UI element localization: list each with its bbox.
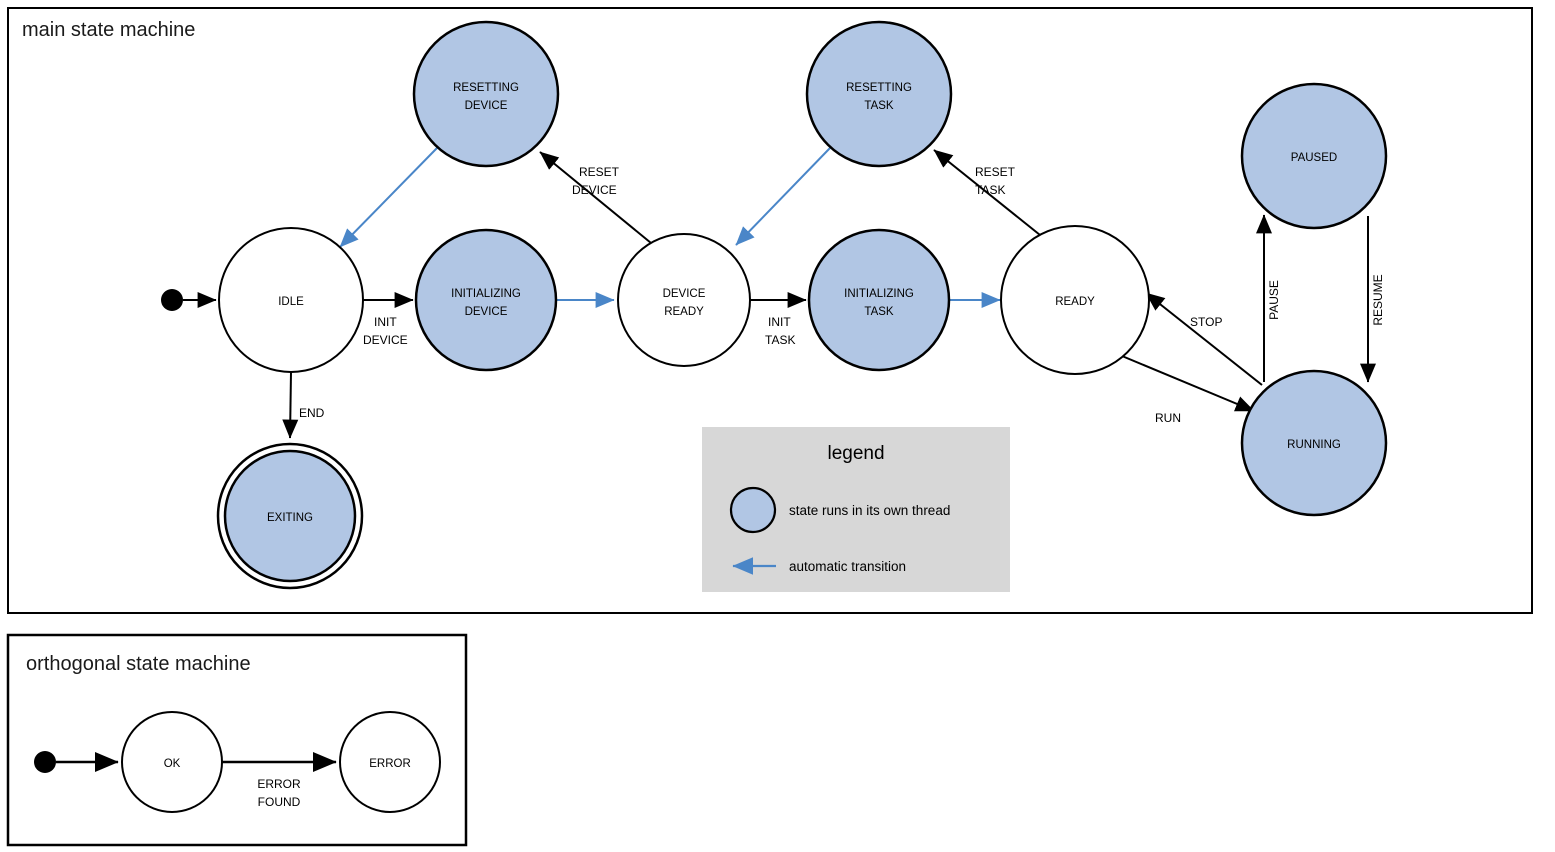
transition-label-init-device-line1: INIT — [374, 315, 397, 329]
initial-state-marker-orthogonal — [34, 751, 56, 773]
transition-resetting-task-deviceready — [735, 147, 831, 246]
transition-running-paused: PAUSE — [1256, 214, 1281, 382]
orthogonal-frame-title: orthogonal state machine — [26, 653, 251, 675]
state-device-ready[interactable]: DEVICE READY — [617, 233, 751, 367]
legend-item-thread-state: state runs in its own thread — [729, 486, 950, 534]
state-label-resetting-device-line1: RESETTING — [453, 82, 519, 94]
transition-label-error-found-line2: FOUND — [258, 795, 301, 809]
main-frame-title: main state machine — [22, 19, 195, 41]
state-paused[interactable]: PAUSED — [1240, 82, 1388, 230]
transition-label-reset-task-line2: TASK — [975, 183, 1005, 197]
state-label-device-ready-line2: READY — [664, 306, 704, 318]
transition-deviceready-resetting-device: RESET DEVICE — [539, 151, 652, 244]
state-label-resetting-task-line1: RESETTING — [846, 82, 912, 94]
state-ok[interactable]: OK — [121, 711, 223, 813]
legend-automatic-transition-text: automatic transition — [789, 559, 906, 574]
transition-ready-running: RUN — [1121, 355, 1255, 425]
transition-resetting-device-idle — [339, 147, 438, 248]
transition-label-run: RUN — [1155, 411, 1181, 425]
transition-deviceready-init-task: INIT TASK — [750, 292, 807, 347]
initial-state-marker-main — [161, 289, 183, 311]
state-label-error: ERROR — [369, 758, 411, 770]
state-running[interactable]: RUNNING — [1240, 369, 1388, 517]
transition-idle-exiting: END — [282, 371, 325, 439]
legend-thread-state-icon — [729, 486, 777, 534]
state-initializing-task[interactable]: INITIALIZING TASK — [807, 228, 951, 372]
legend-title: legend — [827, 443, 884, 464]
transition-idle-init-device: INIT DEVICE — [363, 292, 414, 347]
state-label-resetting-device-line2: DEVICE — [465, 100, 508, 112]
state-label-initializing-task-line2: TASK — [864, 306, 894, 318]
transition-label-resume: RESUME — [1371, 274, 1385, 325]
state-label-running: RUNNING — [1287, 439, 1341, 451]
state-label-initializing-task-line1: INITIALIZING — [844, 288, 914, 300]
state-label-device-ready-line1: DEVICE — [663, 288, 706, 300]
transition-label-pause: PAUSE — [1267, 280, 1281, 320]
legend-item-automatic-transition: automatic transition — [732, 557, 906, 575]
transition-label-reset-device-line2: DEVICE — [572, 183, 617, 197]
transition-running-ready: STOP — [1145, 292, 1263, 386]
transition-label-stop: STOP — [1190, 315, 1222, 329]
transition-paused-running: RESUME — [1360, 216, 1385, 383]
transition-label-end: END — [299, 406, 325, 420]
transition-label-init-device-line2: DEVICE — [363, 333, 408, 347]
state-label-ready: READY — [1055, 296, 1095, 308]
orthogonal-states: OK ERROR — [121, 711, 441, 813]
state-ready[interactable]: READY — [1000, 225, 1150, 375]
state-label-initializing-device-line2: DEVICE — [465, 306, 508, 318]
transition-ok-error: ERROR FOUND — [222, 752, 337, 809]
state-label-idle: IDLE — [278, 296, 304, 308]
transition-label-error-found-line1: ERROR — [257, 777, 301, 791]
state-label-paused: PAUSED — [1291, 152, 1337, 164]
transition-label-reset-device-line1: RESET — [579, 165, 620, 179]
main-states: IDLE RESETTING DEVICE INITIALIZING DEVIC… — [216, 20, 1388, 590]
state-label-resetting-task-line2: TASK — [864, 100, 894, 112]
state-label-initializing-device-line1: INITIALIZING — [451, 288, 521, 300]
state-idle[interactable]: IDLE — [218, 227, 364, 373]
state-initializing-device[interactable]: INITIALIZING DEVICE — [414, 228, 558, 372]
state-resetting-device[interactable]: RESETTING DEVICE — [412, 20, 560, 168]
state-error[interactable]: ERROR — [339, 711, 441, 813]
state-label-ok: OK — [164, 758, 181, 770]
orthogonal-transitions: ERROR FOUND — [56, 752, 337, 809]
state-label-exiting: EXITING — [267, 512, 313, 524]
transition-ready-resetting-task: RESET TASK — [933, 149, 1041, 236]
legend-thread-state-text: state runs in its own thread — [789, 503, 950, 518]
legend: legend state runs in its own thread auto… — [702, 427, 1010, 592]
main-transitions: INIT DEVICE RESET DEVICE END INIT TASK — [183, 147, 1385, 439]
transition-label-reset-task-line1: RESET — [975, 165, 1016, 179]
transition-label-init-task-line2: TASK — [765, 333, 795, 347]
state-resetting-task[interactable]: RESETTING TASK — [805, 20, 953, 168]
transition-label-init-task-line1: INIT — [768, 315, 791, 329]
state-exiting[interactable]: EXITING — [216, 442, 364, 590]
